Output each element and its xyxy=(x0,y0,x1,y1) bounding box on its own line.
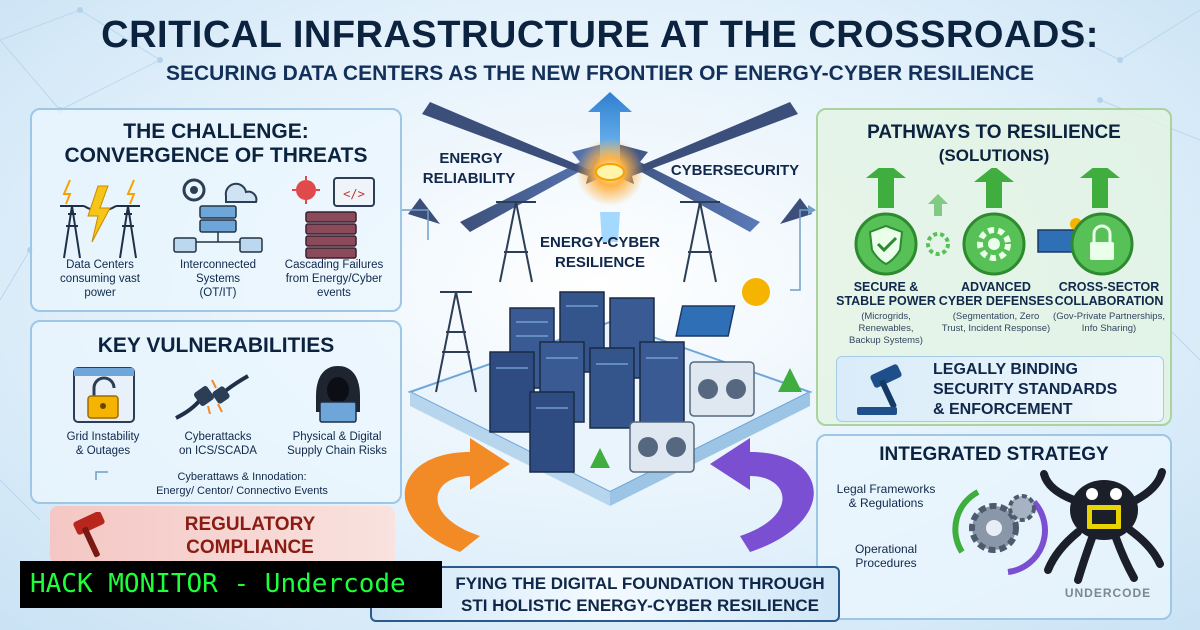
undercode-logo-text: UNDERCODE xyxy=(1064,586,1152,600)
solution-3-title-1: CROSS-SECTOR xyxy=(1058,280,1160,294)
solution-3-desc-1: (Gov-Private Partnerships, xyxy=(1053,311,1165,322)
integrated-strategy-panel: INTEGRATED STRATEGY Legal Frameworks & R… xyxy=(816,434,1172,620)
banner-line-2: STI HOLISTIC ENERGY-CYBER RESILIENCE xyxy=(461,596,819,615)
solution-2-desc-1: (Segmentation, Zero xyxy=(952,311,1040,322)
pathways-heading-2: (SOLUTIONS) xyxy=(938,146,1050,165)
solution-2-title-2: CYBER DEFENSES xyxy=(938,294,1054,308)
vulnerabilities-heading: KEY VULNERABILITIES xyxy=(97,334,335,357)
solution-1-title-2: STABLE POWER xyxy=(836,294,936,308)
solution-1-title-1: SECURE & xyxy=(853,280,919,294)
strategy-item-2-line-2: Procedures xyxy=(855,556,917,570)
svg-text:</>: </> xyxy=(343,187,365,201)
solution-3-title-2: COLLABORATION xyxy=(1054,294,1164,308)
strategy-item-2-line-1: Operational xyxy=(854,542,918,556)
challenge-item-3-label-1: Cascading Failures xyxy=(284,259,384,271)
challenge-item-2-label-2: Systems xyxy=(195,273,241,285)
regulatory-line-1: REGULATORY xyxy=(184,514,316,535)
bottom-banner: FYING THE DIGITAL FOUNDATION THROUGH STI… xyxy=(370,566,840,622)
solution-3-desc-2: Info Sharing) xyxy=(1081,323,1137,334)
virus-server-icon: </> xyxy=(292,176,375,259)
legal-line-1: LEGALLY BINDING xyxy=(933,361,1078,378)
legal-standards-box: LEGALLY BINDING SECURITY STANDARDS & ENF… xyxy=(836,356,1164,422)
crossroads-graphic xyxy=(404,92,814,552)
octopus-hacker-logo xyxy=(1040,468,1166,584)
gears-cycle-icon xyxy=(952,489,1048,575)
power-tower-lightning-icon xyxy=(60,179,140,259)
server-racks xyxy=(489,291,685,473)
page-title: CRITICAL INFRASTRUCTURE AT THE CROSSROAD… xyxy=(101,14,1099,56)
vuln-note-1: Cyberattaws & Innodation: xyxy=(177,471,307,483)
strategy-item-1-line-1: Legal Frameworks xyxy=(836,482,936,496)
challenge-item-3-label-3: events xyxy=(317,287,351,299)
pathways-heading-1: PATHWAYS TO RESILIENCE xyxy=(867,122,1121,143)
vuln-item-1-label-1: Grid Instability xyxy=(66,431,140,443)
energy-reliability-label-2: RELIABILITY xyxy=(422,170,516,187)
challenge-item-1-label-3: power xyxy=(84,287,116,299)
vuln-item-2-label-1: Cyberattacks xyxy=(184,431,252,443)
challenge-panel: THE CHALLENGE: CONVERGENCE OF THREATS Da… xyxy=(30,108,402,312)
solution-1-desc-3: Backup Systems) xyxy=(849,335,923,346)
solution-1-desc-1: (Microgrids, xyxy=(861,311,911,322)
solution-2-title-1: ADVANCED xyxy=(961,280,1031,294)
challenge-item-3-label-2: from Energy/Cyber xyxy=(285,273,383,285)
vuln-item-2-label-2: on ICS/SCADA xyxy=(179,445,257,457)
hack-monitor-watermark: HACK MONITOR - Undercode xyxy=(20,561,442,608)
cooling-units xyxy=(629,361,755,473)
vulnerabilities-panel: KEY VULNERABILITIES Grid Instability & O… xyxy=(30,320,402,504)
challenge-heading-2: CONVERGENCE OF THREATS xyxy=(64,144,368,167)
hooded-hacker-icon xyxy=(316,366,360,423)
challenge-item-1-label-2: consuming vast xyxy=(60,273,140,285)
strategy-heading: INTEGRATED STRATEGY xyxy=(879,444,1109,465)
page-subtitle: SECURING DATA CENTERS AS THE NEW FRONTIE… xyxy=(165,62,1035,85)
challenge-item-2-label-1: Interconnected xyxy=(179,259,257,271)
vuln-item-3-label-2: Supply Chain Risks xyxy=(287,445,387,457)
legal-line-3: & ENFORCEMENT xyxy=(933,401,1073,418)
gavel-icon xyxy=(73,512,105,558)
solutions-icons xyxy=(854,168,1134,276)
legal-line-2: SECURITY STANDARDS xyxy=(933,381,1118,398)
broken-plug-icon xyxy=(175,374,249,420)
challenge-item-1-label-1: Data Centers xyxy=(66,259,134,271)
cybersecurity-label: CYBERSECURITY xyxy=(670,162,800,179)
solution-1-desc-2: Renewables, xyxy=(858,323,914,334)
banner-line-1: FYING THE DIGITAL FOUNDATION THROUGH xyxy=(455,574,825,593)
network-servers-icon xyxy=(173,178,263,253)
energy-cyber-resilience-label-2: RESILIENCE xyxy=(554,254,645,271)
unlocked-padlock-icon xyxy=(73,367,135,423)
solution-2-desc-2: Trust, Incident Response) xyxy=(941,323,1051,334)
challenge-heading-1: THE CHALLENGE: xyxy=(123,120,309,143)
energy-reliability-label-1: ENERGY xyxy=(439,150,503,167)
energy-cyber-resilience-label-1: ENERGY-CYBER xyxy=(539,234,661,251)
vuln-item-3-label-1: Physical & Digital xyxy=(292,431,382,443)
gavel-icon xyxy=(857,364,902,415)
strategy-item-1-line-2: & Regulations xyxy=(848,496,924,510)
regulatory-compliance-box: REGULATORY COMPLIANCE xyxy=(50,506,395,564)
challenge-item-2-label-3: (OT/IT) xyxy=(199,287,237,299)
crossroad-arrows xyxy=(408,92,812,242)
vuln-note-2: Energy/ Centor/ Connectivo Events xyxy=(156,485,328,497)
regulatory-line-2: COMPLIANCE xyxy=(186,537,314,558)
vuln-item-1-label-2: & Outages xyxy=(75,445,131,457)
